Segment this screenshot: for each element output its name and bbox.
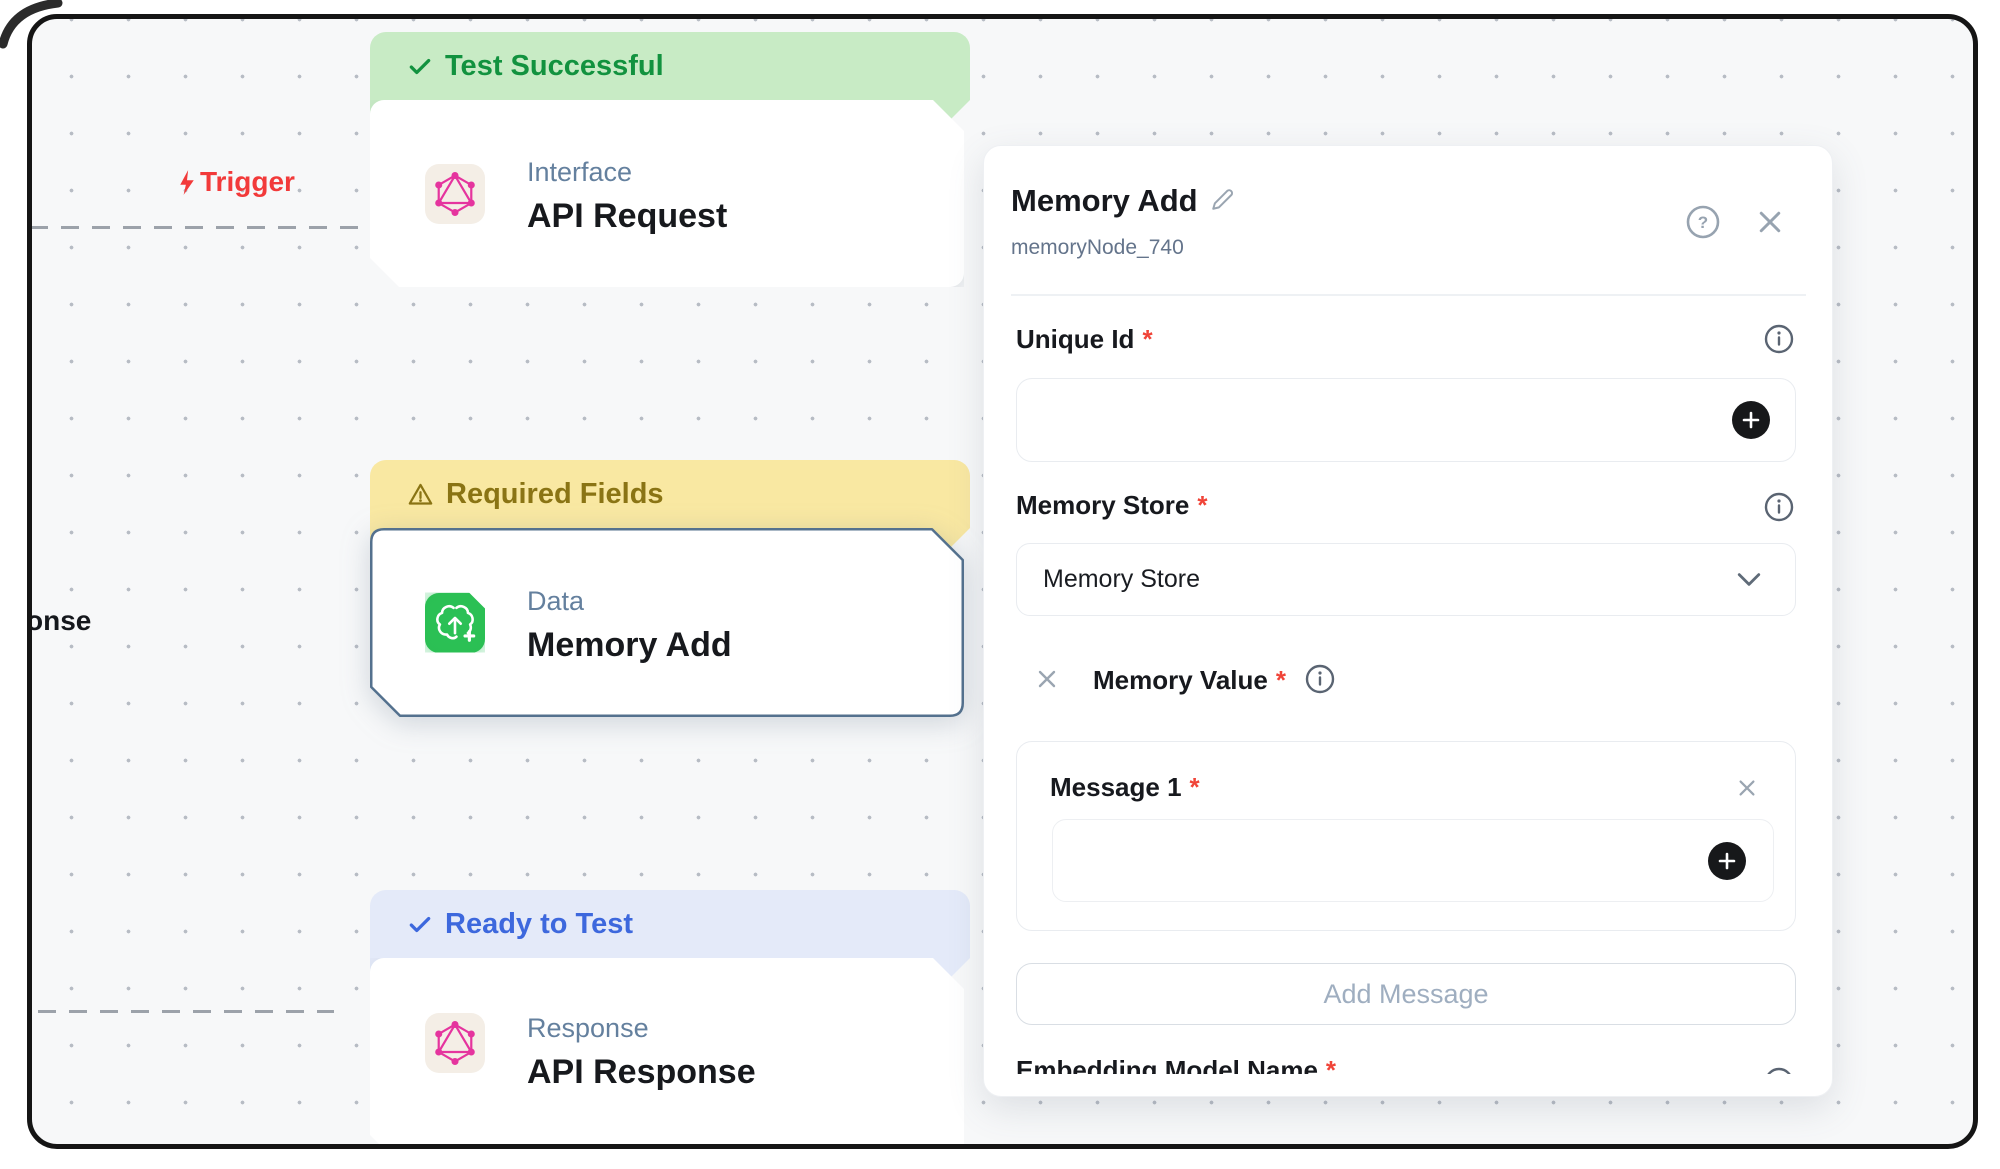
unique-id-info-icon[interactable] <box>1763 323 1795 355</box>
unique-id-input-wrap <box>1016 378 1796 462</box>
message-1-add-variable-button[interactable] <box>1708 842 1746 880</box>
required-asterisk: * <box>1142 324 1153 354</box>
help-icon[interactable]: ? <box>1685 204 1721 240</box>
node-category: Data <box>527 586 585 616</box>
required-asterisk: * <box>1275 665 1286 695</box>
header-divider <box>1011 294 1806 296</box>
check-icon <box>407 911 433 937</box>
remove-memory-value-icon[interactable] <box>1035 667 1059 691</box>
memory-store-selected-value: Memory Store <box>1043 565 1200 593</box>
panel-title: Memory Add <box>1011 183 1198 218</box>
memory-store-info-icon[interactable] <box>1763 491 1795 523</box>
svg-text:?: ? <box>1698 213 1708 232</box>
embedding-model-name-label: Embedding Model Name* <box>1016 1055 1336 1074</box>
graphql-icon <box>425 164 485 224</box>
node-title: API Response <box>527 1053 756 1091</box>
node-memory-add[interactable]: Data Memory Add <box>370 528 964 717</box>
lightning-icon <box>180 169 194 195</box>
check-icon <box>407 53 433 79</box>
chevron-down-icon <box>1737 572 1761 586</box>
node-title: API Request <box>527 197 728 235</box>
graphql-icon <box>425 1013 485 1073</box>
node-title: Memory Add <box>527 626 732 664</box>
unique-id-label: Unique Id* <box>1016 324 1153 354</box>
memory-value-label: Memory Value* <box>1093 665 1286 695</box>
trigger-text: Trigger <box>200 166 295 197</box>
required-asterisk: * <box>1197 490 1208 520</box>
required-asterisk: * <box>1189 772 1200 802</box>
node-column: Test Successful <box>370 19 1032 1144</box>
canvas-frame: Trigger onse Test Successful <box>27 14 1978 1149</box>
embedding-model-info-icon[interactable] <box>1763 1066 1795 1074</box>
message-1-card: Message 1* <box>1016 741 1796 931</box>
message-1-label: Message 1* <box>1050 772 1200 802</box>
dashed-edge-top <box>32 226 368 229</box>
required-asterisk: * <box>1325 1055 1337 1074</box>
memory-value-info-icon[interactable] <box>1304 663 1336 695</box>
memory-store-select[interactable]: Memory Store <box>1016 543 1796 616</box>
dashed-edge-bottom <box>38 1010 334 1013</box>
close-icon[interactable] <box>1755 207 1785 237</box>
message-1-input[interactable] <box>1053 820 1773 901</box>
panel-fields-scroll-area[interactable]: Unique Id* Memory Store* <box>984 296 1834 1074</box>
node-api-response[interactable]: Response API Response <box>370 958 964 1149</box>
unique-id-input[interactable] <box>1017 379 1795 461</box>
status-text: Test Successful <box>445 49 664 82</box>
node-category: Interface <box>527 157 633 187</box>
node-category: Response <box>527 1013 649 1043</box>
remove-message-1-icon[interactable] <box>1736 777 1758 799</box>
memory-add-brain-icon <box>425 593 485 653</box>
status-text: Ready to Test <box>445 907 634 940</box>
add-message-button[interactable]: Add Message <box>1016 963 1796 1025</box>
message-1-input-wrap <box>1052 819 1774 902</box>
node-api-request[interactable]: Interface API Request <box>370 100 964 287</box>
node-properties-panel: Memory Add memoryNode_740 ? Unique Id* <box>983 145 1833 1097</box>
edit-title-icon[interactable] <box>1208 186 1236 214</box>
node-id-label: memoryNode_740 <box>1011 236 1184 259</box>
unique-id-add-variable-button[interactable] <box>1732 401 1770 439</box>
trigger-label: Trigger <box>177 166 295 198</box>
status-text: Required Fields <box>446 477 664 510</box>
memory-store-label: Memory Store* <box>1016 490 1208 520</box>
warning-icon <box>407 481 434 508</box>
offscreen-node-text: onse <box>27 605 92 636</box>
